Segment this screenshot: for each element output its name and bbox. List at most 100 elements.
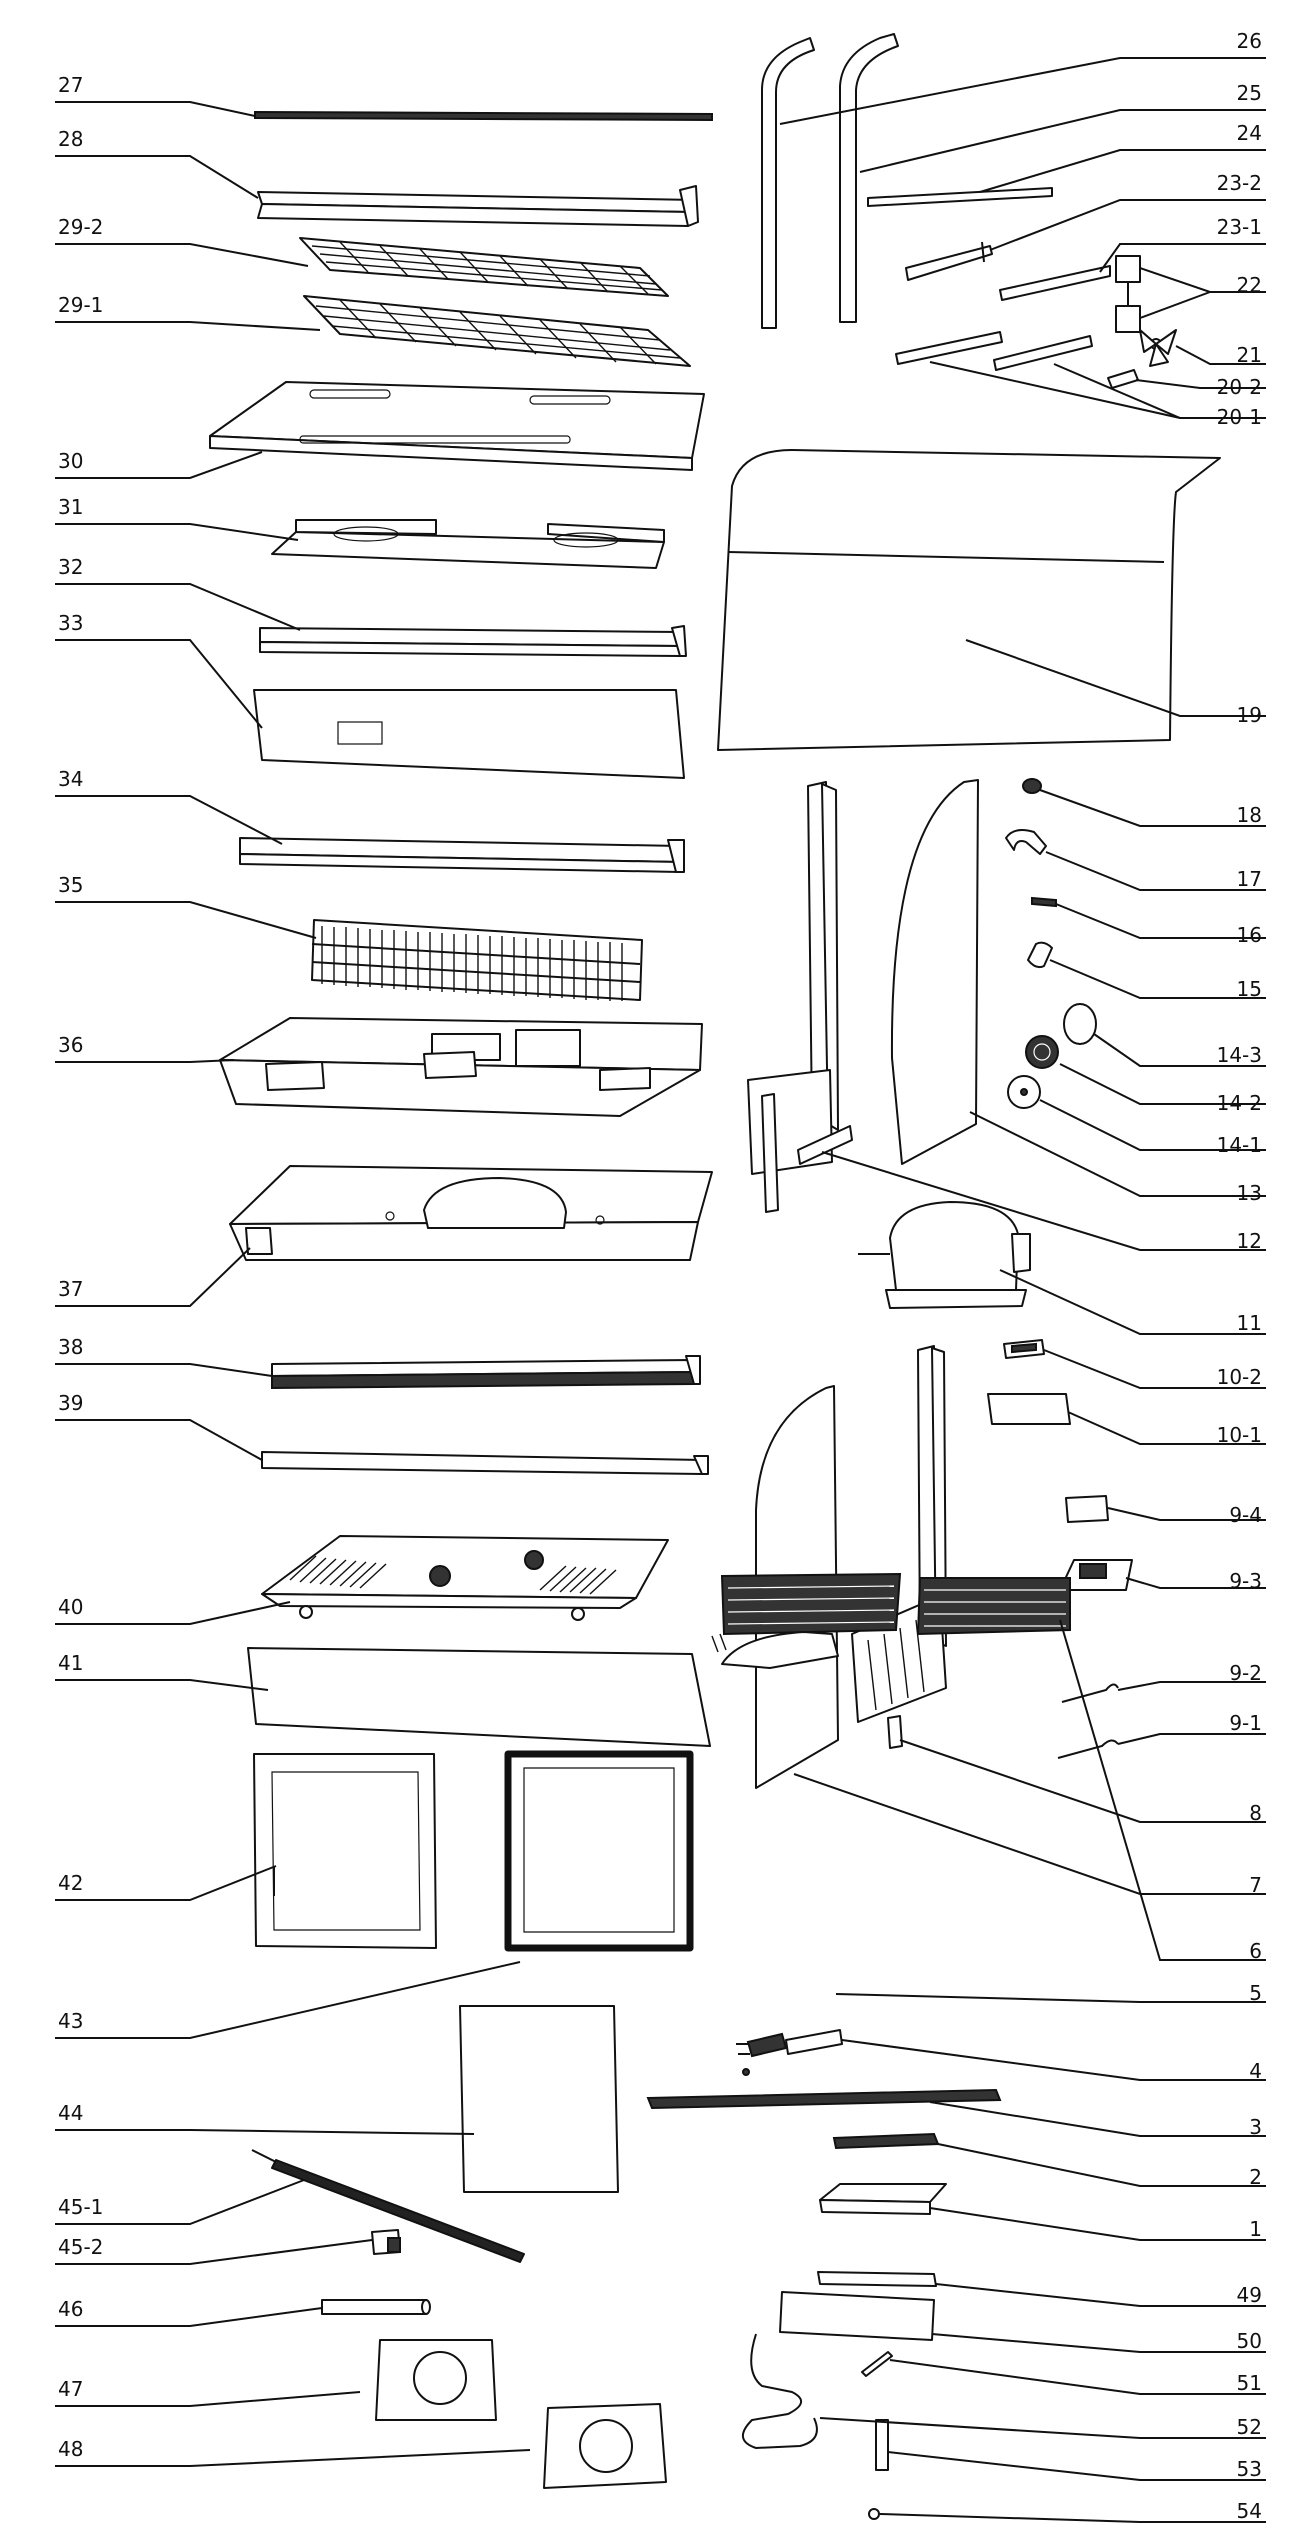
leader-23-1: [1099, 243, 1266, 273]
leader-45-2: [55, 2239, 373, 2265]
label-29-1: 29-1: [58, 293, 103, 317]
part-20-2-bracket: [1107, 369, 1139, 389]
part-19-canopy: [717, 449, 1221, 751]
label-29-2: 29-2: [58, 215, 103, 239]
leader-52: [819, 2417, 1266, 2439]
label-10-1: 10-1: [1217, 1423, 1262, 1447]
part-26-door-frame: [761, 37, 815, 329]
leader-32: [55, 583, 301, 631]
label-12: 12: [1237, 1229, 1262, 1253]
part-42-glass-door: [253, 1753, 437, 1949]
leader-15: [1049, 959, 1266, 999]
leader-21: [1175, 345, 1266, 365]
part-51-pin: [861, 2351, 893, 2377]
leader-50: [931, 2333, 1266, 2353]
part-24-bar: [867, 187, 1053, 207]
part-29-1-wire-rack: [303, 295, 691, 367]
part-25-door-frame: [839, 33, 899, 323]
label-1: 1: [1249, 2217, 1262, 2241]
part-54-clip: [868, 2508, 880, 2520]
part-43-door-gasket: [504, 1750, 694, 1952]
label-14-3: 14-3: [1217, 1043, 1262, 1067]
part-11-compressor: [858, 1201, 1031, 1309]
leader-9-1: [1117, 1733, 1266, 1745]
leader-14-2: [1059, 1063, 1266, 1105]
label-19: 19: [1237, 703, 1262, 727]
part-45-2-plug: [371, 2229, 401, 2255]
leader-19: [965, 639, 1266, 717]
part-9-4-capacitor: [1065, 1495, 1109, 1523]
part-36-liner-tray: [219, 1017, 703, 1117]
part-13-side-glass: [890, 779, 979, 1165]
part-27-gasket-strip: [254, 110, 713, 122]
part-39-strip: [261, 1451, 709, 1475]
leader-17: [1045, 851, 1266, 891]
leader-33: [55, 639, 263, 729]
label-43: 43: [58, 2009, 83, 2033]
leader-39: [55, 1419, 263, 1461]
label-9-3: 9-3: [1229, 1569, 1262, 1593]
label-41: 41: [58, 1651, 83, 1675]
part-48-bracket: [543, 2403, 667, 2489]
part-46-tube: [321, 2299, 431, 2315]
label-21: 21: [1237, 343, 1262, 367]
leader-29-2: [55, 243, 309, 267]
leader-9-3: [1125, 1577, 1266, 1589]
label-25: 25: [1237, 81, 1262, 105]
leader-18: [1039, 789, 1266, 827]
leader-28: [55, 155, 259, 199]
leader-42: [55, 1865, 277, 1901]
label-20-1: 20-1: [1217, 405, 1262, 429]
label-9-2: 9-2: [1229, 1661, 1262, 1685]
leader-3: [929, 2101, 1266, 2137]
part-6-condenser: [720, 1572, 1071, 1636]
leader-24: [979, 149, 1266, 193]
leader-13: [969, 1111, 1266, 1197]
part-44-side-panel: [459, 2005, 619, 2193]
part-50-cover-plate: [779, 2291, 935, 2341]
label-51: 51: [1237, 2371, 1262, 2395]
label-36: 36: [58, 1033, 83, 1057]
label-3: 3: [1249, 2115, 1262, 2139]
leader-41: [55, 1679, 269, 1691]
part-12-side-frame: [747, 781, 853, 1213]
label-50: 50: [1237, 2329, 1262, 2353]
label-42: 42: [58, 1871, 83, 1895]
label-14-1: 14-1: [1217, 1133, 1262, 1157]
label-2: 2: [1249, 2165, 1262, 2189]
part-14-2-knob: [1025, 1035, 1059, 1069]
part-9-2-wire: [1061, 1683, 1119, 1703]
part-8-side-frame: [851, 1345, 947, 1749]
label-37: 37: [58, 1277, 83, 1301]
label-14-2: 14-2: [1217, 1091, 1262, 1115]
leader-51: [889, 2359, 1266, 2395]
leader-14-3: [1093, 1033, 1266, 1067]
part-15-bulb: [1027, 941, 1053, 969]
leader-4: [841, 2039, 1266, 2081]
leader-11: [999, 1269, 1266, 1335]
label-32: 32: [58, 555, 83, 579]
label-23-2: 23-2: [1217, 171, 1262, 195]
label-27: 27: [58, 73, 83, 97]
part-52-heater-coil: [742, 2333, 818, 2450]
part-29-2-wire-rack: [299, 237, 669, 297]
label-6: 6: [1249, 1939, 1262, 1963]
label-7: 7: [1249, 1873, 1262, 1897]
leader-27: [55, 101, 256, 117]
label-11: 11: [1237, 1311, 1262, 1335]
label-20-2: 20-2: [1217, 375, 1262, 399]
part-4-power-cord: [736, 2029, 843, 2058]
leader-20-2: [1135, 379, 1266, 389]
leader-36: [55, 1059, 235, 1063]
leader-49: [935, 2283, 1266, 2307]
label-39: 39: [58, 1391, 83, 1415]
part-23-1-hinge-bracket: [999, 265, 1111, 301]
leader-9-2: [1117, 1681, 1266, 1691]
part-20-1-bracket: [895, 331, 1093, 371]
label-4: 4: [1249, 2059, 1262, 2083]
leader-7: [793, 1773, 1266, 1895]
label-48: 48: [58, 2437, 83, 2461]
part-9-3-control-board: [1059, 1559, 1133, 1591]
label-54: 54: [1237, 2499, 1262, 2523]
part-10-2-relay-bracket: [1003, 1339, 1045, 1359]
